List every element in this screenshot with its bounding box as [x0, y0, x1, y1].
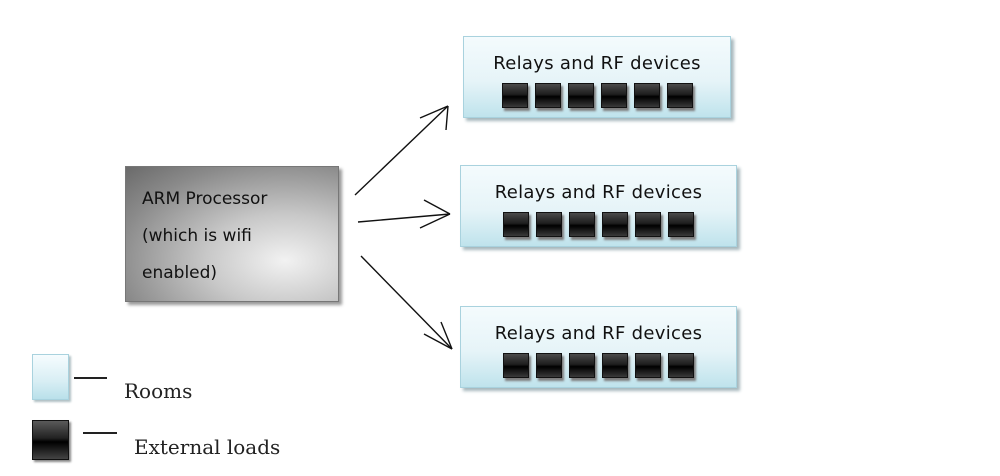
processor-line-3: enabled) — [142, 263, 218, 283]
legend-room-dash — [74, 377, 107, 379]
external-load — [569, 212, 595, 237]
external-load — [534, 83, 561, 108]
external-load — [503, 353, 529, 378]
external-load — [635, 353, 661, 378]
processor-line-2: (which is wifi — [142, 226, 252, 246]
external-load — [501, 83, 528, 108]
legend-rooms-label: Rooms — [124, 379, 193, 403]
external-load — [503, 212, 529, 237]
room-label: Relays and RF devices — [493, 53, 701, 74]
legend-load-swatch — [32, 420, 69, 460]
external-load — [666, 83, 693, 108]
external-load — [668, 353, 694, 378]
room-box-3: Relays and RF devices — [460, 306, 737, 388]
load-row — [464, 83, 730, 108]
external-load — [602, 212, 628, 237]
external-load — [633, 83, 660, 108]
room-box-1: Relays and RF devices — [463, 36, 731, 118]
legend-load-dash — [83, 432, 117, 434]
external-load — [602, 353, 628, 378]
legend-loads-label: External loads — [134, 435, 281, 459]
external-load — [536, 353, 562, 378]
external-load — [567, 83, 594, 108]
external-load — [635, 212, 661, 237]
legend-room-swatch — [32, 354, 69, 400]
arrow-to-room-1 — [354, 105, 449, 196]
processor-line-1: ARM Processor — [142, 189, 268, 209]
room-label: Relays and RF devices — [494, 182, 703, 203]
room-label: Relays and RF devices — [494, 323, 703, 344]
arm-processor-box: ARM Processor (which is wifi enabled) — [125, 166, 339, 302]
room-box-2: Relays and RF devices — [460, 165, 737, 247]
arrow-to-room-2 — [357, 199, 451, 229]
external-load — [536, 212, 562, 237]
external-load — [600, 83, 627, 108]
external-load — [569, 353, 595, 378]
load-row — [461, 212, 736, 237]
arrow-to-room-3 — [360, 255, 453, 350]
external-load — [668, 212, 694, 237]
load-row — [461, 353, 736, 378]
